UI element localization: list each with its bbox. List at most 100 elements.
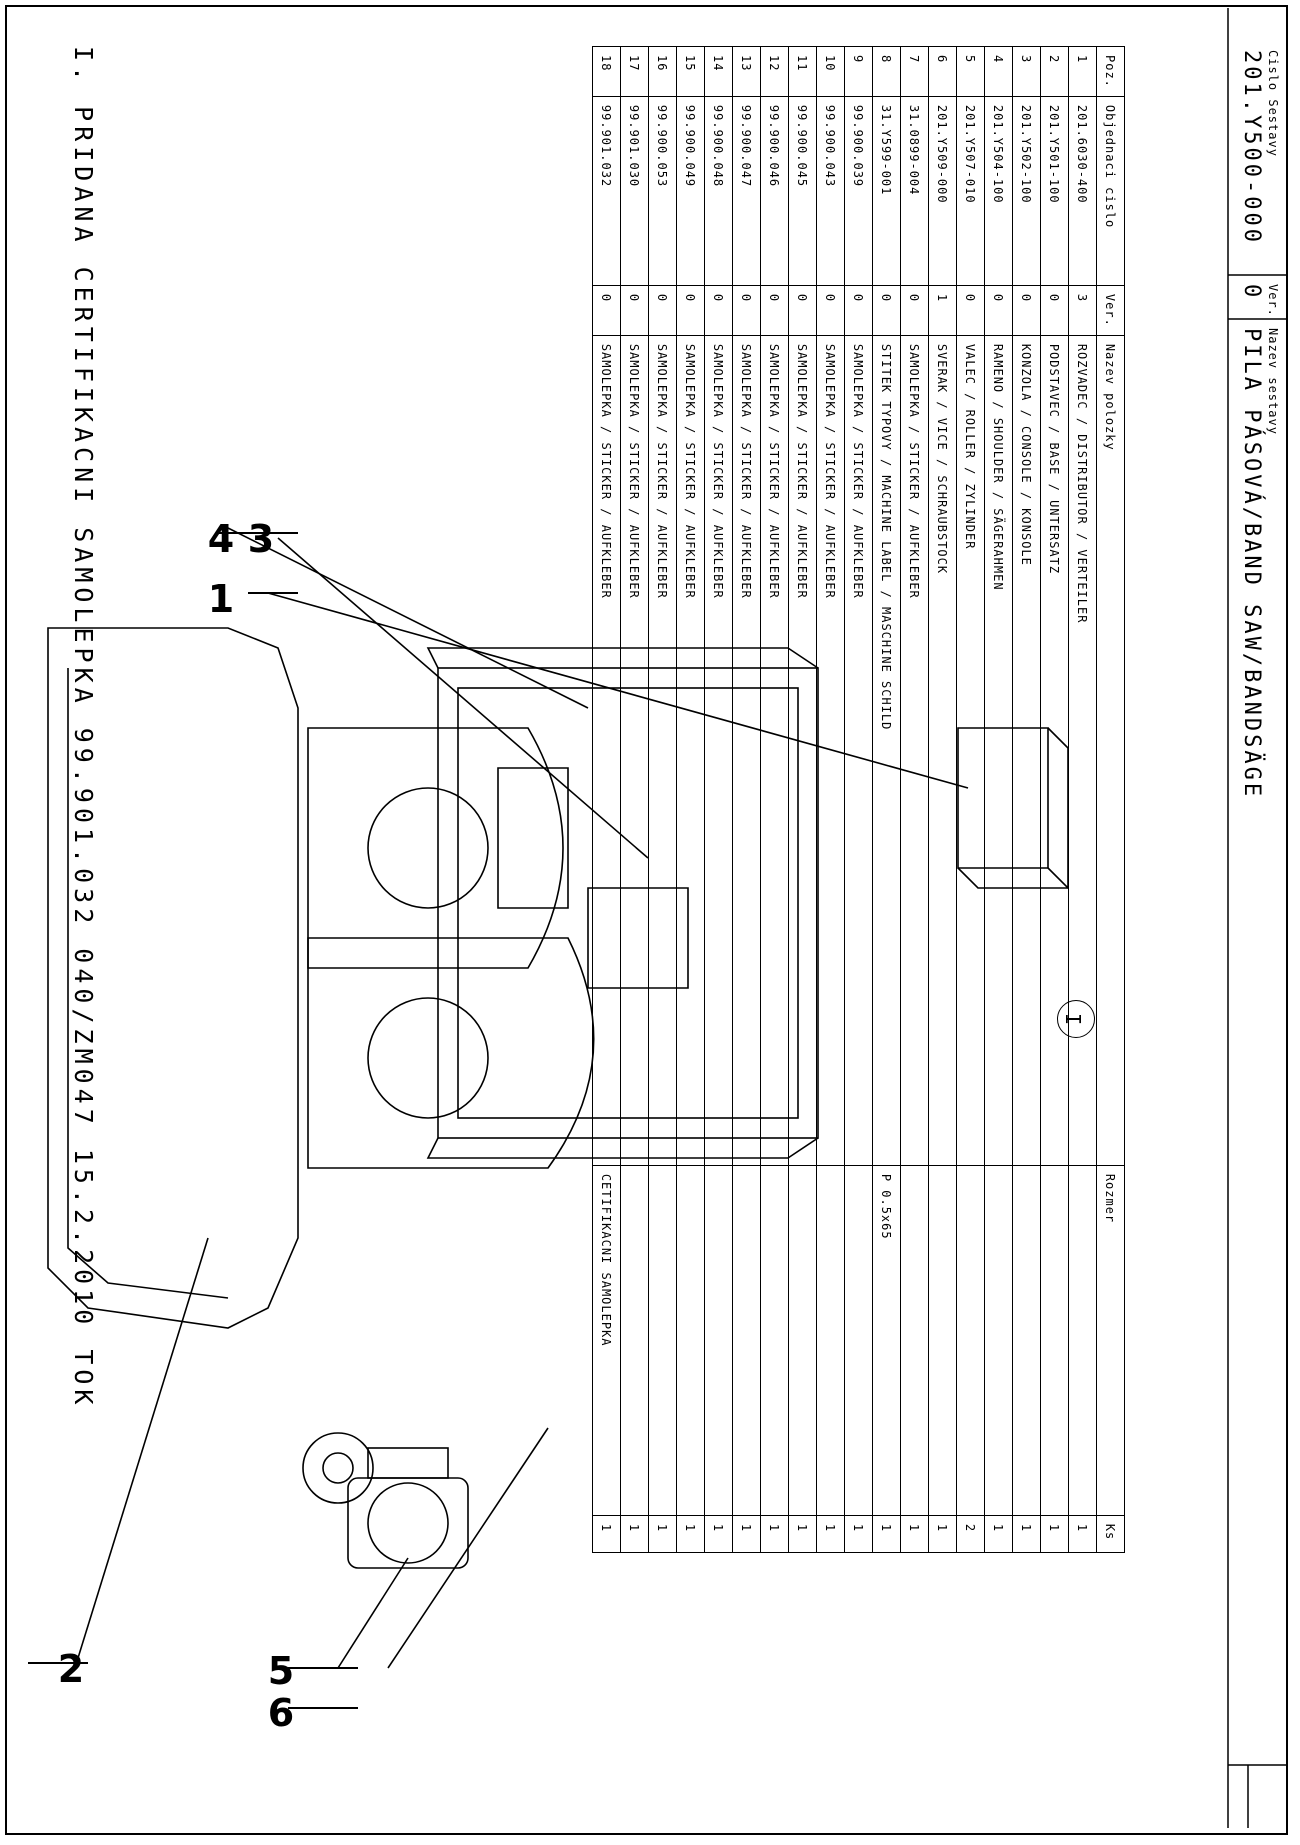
bom-cell-poz: 6 (928, 46, 957, 97)
bom-cell-naz: SAMOLEPKA / STICKER / AUFKLEBER (620, 335, 649, 1166)
bom-cell-roz: P 0.5x65 (872, 1165, 901, 1516)
bom-cell-poz: 12 (760, 46, 789, 97)
bom-cell-obj: 99.900.039 (844, 96, 873, 286)
assembly-number-label: Cislo Sestavy (1266, 50, 1280, 157)
bom-cell-obj: 31.Y599-001 (872, 96, 901, 286)
version-value: 0 (1239, 284, 1264, 301)
bom-cell-poz: 9 (844, 46, 873, 97)
bom-cell-naz: SAMOLEPKA / STICKER / AUFKLEBER (816, 335, 845, 1166)
revision-note: I. PRIDANA CERTIFIKACNI SAMOLEPKA 99.901… (69, 46, 98, 1410)
bom-cell-poz: 13 (732, 46, 761, 97)
bom-cell-roz (1040, 1165, 1069, 1516)
bom-cell-poz: 8 (872, 46, 901, 97)
callout-6: 6 (267, 1691, 295, 1736)
bom-cell-obj: 99.900.049 (676, 96, 705, 286)
bom-cell-naz: SAMOLEPKA / STICKER / AUFKLEBER (704, 335, 733, 1166)
bom-cell-naz: PODSTAVEC / BASE / UNTERSATZ (1040, 335, 1069, 1166)
bom-cell-ks: 1 (844, 1515, 873, 1553)
callout-2: 2 (57, 1647, 85, 1692)
bom-cell-naz: RAMENO / SHOULDER / SÄGERAHMEN (984, 335, 1013, 1166)
bom-cell-poz: 5 (956, 46, 985, 97)
bom-cell-naz: STITEK TYPOVY / MACHINE LABEL / MASCHINE… (872, 335, 901, 1166)
bom-cell-roz (900, 1165, 929, 1516)
callout-4: 4 (207, 517, 235, 562)
bom-cell-ver: 0 (872, 285, 901, 336)
bom-cell-ver: 0 (788, 285, 817, 336)
bom-cell-poz: 14 (704, 46, 733, 97)
bom-cell-ks: 1 (676, 1515, 705, 1553)
bom-column-header: Ver. (1096, 285, 1125, 336)
bom-cell-ver: 0 (1012, 285, 1041, 336)
bom-cell-obj: 201.6030-400 (1068, 96, 1097, 286)
bom-cell-ver: 3 (1068, 285, 1097, 336)
callout-3: 3 (247, 517, 275, 562)
revision-mark: I (1061, 1012, 1086, 1026)
bom-cell-naz: SAMOLEPKA / STICKER / AUFKLEBER (900, 335, 929, 1166)
bom-cell-roz (732, 1165, 761, 1516)
bom-cell-ks: 1 (900, 1515, 929, 1553)
bom-cell-ks: 1 (928, 1515, 957, 1553)
bom-cell-roz: CETIFIKACNI SAMOLEPKA (592, 1165, 621, 1516)
bom-cell-naz: SAMOLEPKA / STICKER / AUFKLEBER (676, 335, 705, 1166)
bom-cell-roz (1012, 1165, 1041, 1516)
bom-cell-poz: 3 (1012, 46, 1041, 97)
bom-cell-obj: 99.901.030 (620, 96, 649, 286)
bom-cell-obj: 201.Y502-100 (1012, 96, 1041, 286)
bom-cell-obj: 99.901.032 (592, 96, 621, 286)
revision-mark-circle (1057, 1000, 1095, 1038)
bom-cell-ver: 0 (900, 285, 929, 336)
bom-cell-ks: 1 (872, 1515, 901, 1553)
bom-cell-ver: 0 (956, 285, 985, 336)
title-block-lines (1227, 8, 1288, 1828)
bom-cell-ks: 1 (648, 1515, 677, 1553)
bom-cell-ks: 1 (816, 1515, 845, 1553)
bom-cell-obj: 201.Y507-010 (956, 96, 985, 286)
bom-cell-ks: 1 (788, 1515, 817, 1553)
bom-cell-poz: 15 (676, 46, 705, 97)
bom-cell-naz: SAMOLEPKA / STICKER / AUFKLEBER (592, 335, 621, 1166)
bom-cell-ks: 1 (1012, 1515, 1041, 1553)
assembly-name-label: Nazev sestavy (1266, 328, 1280, 435)
bom-column-header: Nazev polozky (1096, 335, 1125, 1166)
bom-cell-naz: SAMOLEPKA / STICKER / AUFKLEBER (648, 335, 677, 1166)
bom-cell-naz: SAMOLEPKA / STICKER / AUFKLEBER (732, 335, 761, 1166)
bom-cell-roz (648, 1165, 677, 1516)
bom-column-header: Rozmer (1096, 1165, 1125, 1516)
bom-cell-obj: 99.900.048 (704, 96, 733, 286)
bom-cell-roz (816, 1165, 845, 1516)
bom-cell-ks: 1 (1068, 1515, 1097, 1553)
assembly-number: 201.Y500-000 (1239, 50, 1264, 245)
bom-cell-ver: 0 (1040, 285, 1069, 336)
bom-cell-ks: 1 (1040, 1515, 1069, 1553)
bom-column-header: Ks (1096, 1515, 1125, 1553)
bom-cell-obj: 99.900.053 (648, 96, 677, 286)
bom-cell-ks: 2 (956, 1515, 985, 1553)
bom-cell-ver: 0 (732, 285, 761, 336)
bom-cell-obj: 201.Y501-100 (1040, 96, 1069, 286)
bom-cell-ver: 1 (928, 285, 957, 336)
bom-cell-obj: 201.Y509-000 (928, 96, 957, 286)
bom-cell-ver: 0 (844, 285, 873, 336)
bom-cell-obj: 201.Y504-100 (984, 96, 1013, 286)
bom-cell-roz (676, 1165, 705, 1516)
assembly-name: PILA PÁSOVÁ/BAND SAW/BANDSÄGE (1239, 328, 1264, 800)
bom-cell-roz (704, 1165, 733, 1516)
bom-cell-naz: VALEC / ROLLER / ZYLINDER (956, 335, 985, 1166)
bom-cell-poz: 16 (648, 46, 677, 97)
bom-cell-obj: 99.900.046 (760, 96, 789, 286)
bom-cell-poz: 11 (788, 46, 817, 97)
bom-cell-ver: 0 (816, 285, 845, 336)
bom-cell-roz (1068, 1165, 1097, 1516)
